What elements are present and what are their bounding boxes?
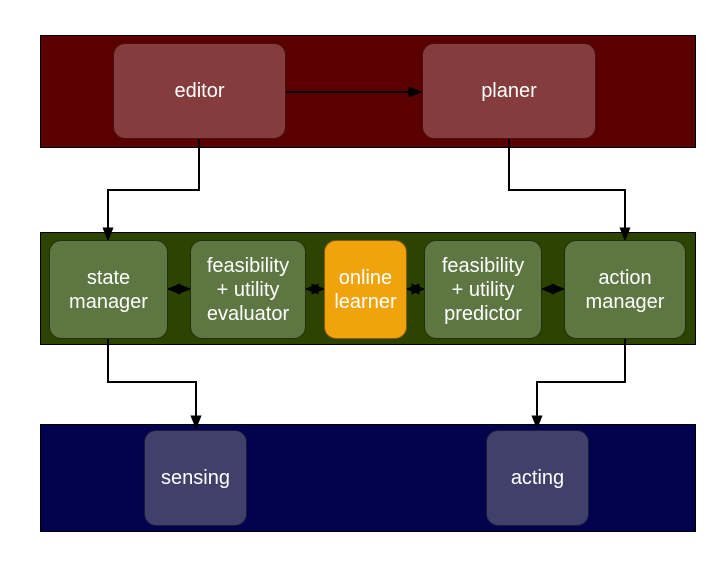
feasibility-evaluator-label: feasibility + utility evaluator [206,254,290,325]
state-manager-to-sensing-arrow [107,339,202,430]
feasibility-predictor-node: feasibility + utility predictor [424,240,542,339]
state-manager-label: state manager [69,266,148,313]
online-learner-label: online learner [334,266,397,313]
state-manager-node: state manager [49,240,168,339]
editor-label: editor [174,80,225,102]
sensing-node: sensing [144,430,247,526]
acting-node: acting [486,430,589,526]
planer-label: planer [481,80,537,102]
action-manager-to-acting-arrow [531,339,626,430]
planer-to-action-manager-arrow [508,139,631,242]
sensing-label: sensing [161,467,230,489]
action-manager-node: action manager [564,240,686,339]
feasibility-evaluator-node: feasibility + utility evaluator [190,240,306,339]
editor-node: editor [113,43,286,139]
feasibility-predictor-label: feasibility + utility predictor [441,254,525,325]
acting-label: acting [510,467,565,489]
planer-node: planer [422,43,596,139]
editor-to-state-manager-arrow [102,139,200,242]
action-manager-label: action manager [585,266,665,313]
online-learner-node: online learner [324,240,407,339]
